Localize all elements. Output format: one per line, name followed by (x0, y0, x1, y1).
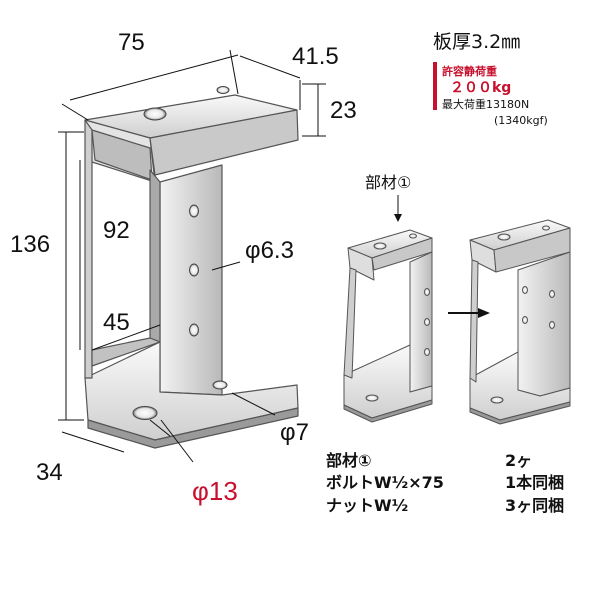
main-bracket (84, 94, 299, 449)
dim-bottom-depth: 34 (36, 459, 63, 486)
parts-list-name: 部材① (326, 451, 372, 470)
part-bracket-left (343, 229, 433, 423)
transform-arrow-icon (478, 308, 490, 318)
spec-max-label: 最大荷重13180N (442, 97, 529, 111)
dim-hole-small: φ7 (280, 419, 309, 446)
spec-allowable-label: 許容静荷重 (442, 64, 497, 78)
dim-inner-width: 45 (103, 309, 130, 336)
dim-top-height: 23 (330, 97, 357, 124)
parts-list-qty: 1本同梱 (505, 473, 564, 492)
dim-depth: 41.5 (292, 43, 339, 70)
callout-arrow-icon (394, 214, 402, 222)
dim-total-height: 136 (10, 231, 50, 258)
main-bracket-holes (132, 86, 230, 420)
spec-max-sub: (1340kgf) (494, 114, 548, 127)
dim-hole-large: φ13 (192, 476, 238, 506)
parts-list-name: ボルトW½×75 (326, 473, 444, 492)
spec-accent-bar (433, 62, 437, 110)
dimension-lines (58, 49, 326, 463)
dim-width: 75 (118, 29, 145, 56)
part-bracket-right (469, 219, 571, 425)
spec-allowable-value: ２００kg (450, 80, 511, 96)
dim-hole-mid: φ6.3 (245, 237, 294, 264)
parts-list-name: ナットW½ (326, 496, 408, 515)
parts-list: 部材① 2ヶ ボルトW½×75 1本同梱 ナットW½ 3ヶ同梱 (326, 451, 564, 515)
parts-list-qty: 2ヶ (505, 451, 532, 470)
spec-thickness: 板厚3.2㎜ (433, 31, 520, 53)
callout-part-label: 部材① (365, 173, 411, 192)
dim-inner-height: 92 (103, 217, 130, 244)
parts-list-qty: 3ヶ同梱 (505, 496, 564, 515)
